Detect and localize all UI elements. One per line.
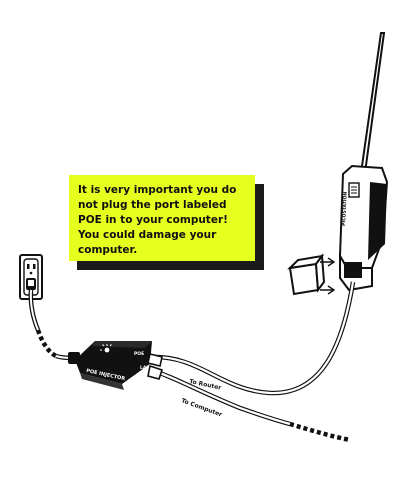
warning-callout: It is very important you do not plug the… xyxy=(69,175,255,261)
poe-injector: POE INJECTOR POE LAN xyxy=(75,341,152,390)
computer-cable: To Computer xyxy=(148,366,350,440)
power-cord xyxy=(31,290,80,364)
picostation-radio: PICOSTATION xyxy=(340,166,387,290)
router-cable: To Router xyxy=(148,282,353,393)
warning-callout-text: It is very important you do not plug the… xyxy=(78,183,245,258)
wall-mount-block xyxy=(290,256,334,294)
antenna xyxy=(360,33,384,180)
port-poe-label: POE xyxy=(134,351,144,357)
